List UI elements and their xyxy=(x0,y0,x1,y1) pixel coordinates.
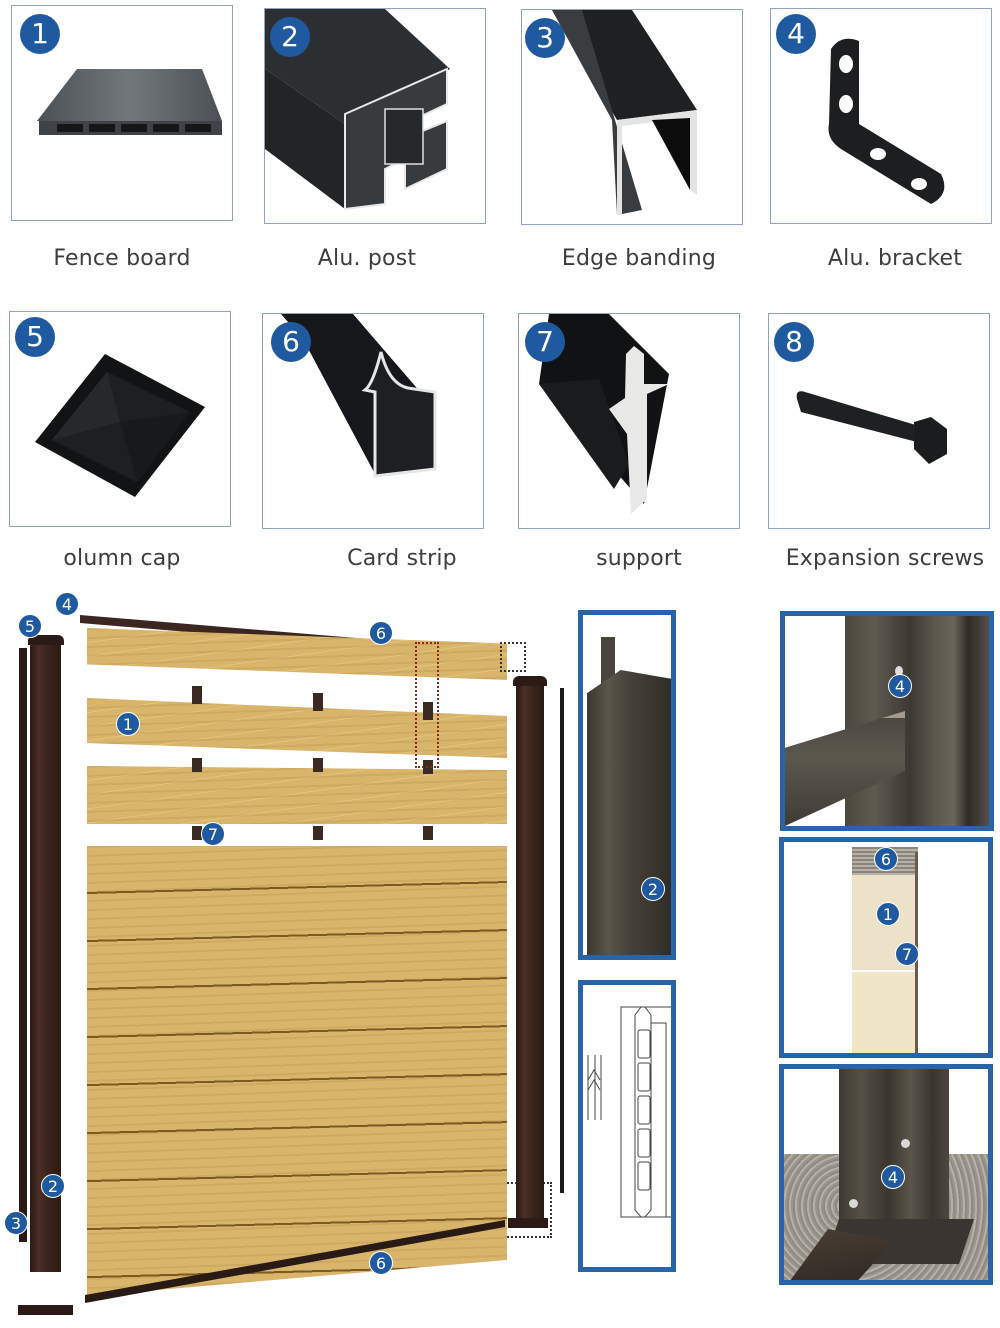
left-edge-banding xyxy=(19,648,27,1242)
right-edge-banding xyxy=(560,688,564,1193)
support-block xyxy=(313,758,323,772)
screw-head xyxy=(895,666,903,676)
board-photo xyxy=(852,972,916,1053)
part-label: Expansion screws xyxy=(785,546,985,571)
right-column-cap xyxy=(513,676,547,686)
expansion-screw-icon xyxy=(796,391,947,464)
detail-highlight-dotted xyxy=(415,642,439,768)
part-tile-edge-banding: 3 xyxy=(521,9,743,225)
part-label: Alu. bracket xyxy=(827,246,963,271)
column-cap-icon xyxy=(35,354,205,497)
support-icon xyxy=(539,314,669,514)
support-block xyxy=(192,758,202,772)
part-label: Edge banding xyxy=(561,246,717,271)
callout-badge: 3 xyxy=(4,1211,28,1235)
part-label: Card strip xyxy=(347,546,457,571)
board-profile-drawing xyxy=(587,1006,671,1218)
callout-badge: 1 xyxy=(876,902,900,926)
part-number-badge: 6 xyxy=(271,322,311,362)
edge-banding-icon xyxy=(552,10,697,215)
part-label: Fence board xyxy=(53,246,191,271)
right-post-base xyxy=(508,1218,548,1228)
screw-head xyxy=(849,1199,858,1208)
part-tile-alu-post: 2 xyxy=(264,8,486,224)
part-tile-card-strip: 6 xyxy=(262,313,484,529)
part-tile-fence-board: 1 xyxy=(11,5,233,221)
upper-board-3 xyxy=(87,766,507,824)
alu-post-icon xyxy=(265,9,450,211)
support-block xyxy=(313,693,323,711)
bottom-card-strip xyxy=(85,1220,505,1303)
support-block xyxy=(313,826,323,840)
screw-head xyxy=(901,1139,910,1148)
detail-board-profile-drawing xyxy=(578,980,676,1272)
main-fence-panel xyxy=(87,846,507,1296)
detail-highlight-dotted xyxy=(500,642,526,672)
part-number-badge: 8 xyxy=(774,322,814,362)
support-block xyxy=(423,702,433,720)
detail-bracket-closeup: 4 xyxy=(780,611,994,831)
detail-board-stack-closeup: 6 1 7 xyxy=(779,837,993,1058)
callout-badge: 4 xyxy=(888,674,912,698)
support-block xyxy=(423,826,433,840)
part-label: Alu. post xyxy=(317,246,417,271)
callout-badge: 4 xyxy=(881,1165,905,1189)
callout-badge: 2 xyxy=(41,1174,65,1198)
part-number-badge: 3 xyxy=(525,18,565,58)
part-number-badge: 7 xyxy=(525,322,565,362)
alu-bracket-icon xyxy=(828,38,945,204)
part-tile-expansion-screws: 8 xyxy=(768,313,990,529)
upper-board-2 xyxy=(87,698,507,758)
left-column-cap xyxy=(28,635,64,645)
assembly-diagram: 4 5 6 1 7 2 3 6 xyxy=(0,590,570,1328)
detail-post-base-closeup: 4 xyxy=(779,1064,993,1285)
callout-badge: 1 xyxy=(116,712,140,736)
callout-badge: 6 xyxy=(874,847,898,871)
callout-badge: 5 xyxy=(18,614,42,638)
left-post-base xyxy=(18,1305,73,1315)
card-strip-icon xyxy=(281,314,437,478)
part-label: olumn cap xyxy=(63,546,181,571)
support-block xyxy=(192,826,202,840)
part-tile-column-cap: 5 xyxy=(9,311,231,527)
fence-board-icon xyxy=(37,69,222,135)
callout-badge: 7 xyxy=(201,822,225,846)
left-post xyxy=(30,642,61,1272)
detail-post-closeup: 2 xyxy=(578,610,676,960)
callout-badge: 6 xyxy=(369,1251,393,1275)
callout-badge: 2 xyxy=(641,877,665,901)
post-profile xyxy=(587,670,671,955)
part-number-badge: 1 xyxy=(20,14,60,54)
part-number-badge: 2 xyxy=(270,17,310,57)
callout-badge: 6 xyxy=(369,621,393,645)
part-tile-alu-bracket: 4 xyxy=(770,8,992,224)
post-photo xyxy=(845,616,989,826)
callout-badge: 7 xyxy=(895,942,919,966)
part-tile-support: 7 xyxy=(518,313,740,529)
right-post xyxy=(516,682,544,1222)
support-block xyxy=(192,686,202,704)
part-number-badge: 4 xyxy=(776,14,816,54)
part-number-badge: 5 xyxy=(15,317,55,357)
part-label: support xyxy=(596,546,682,571)
callout-badge: 4 xyxy=(55,592,79,616)
